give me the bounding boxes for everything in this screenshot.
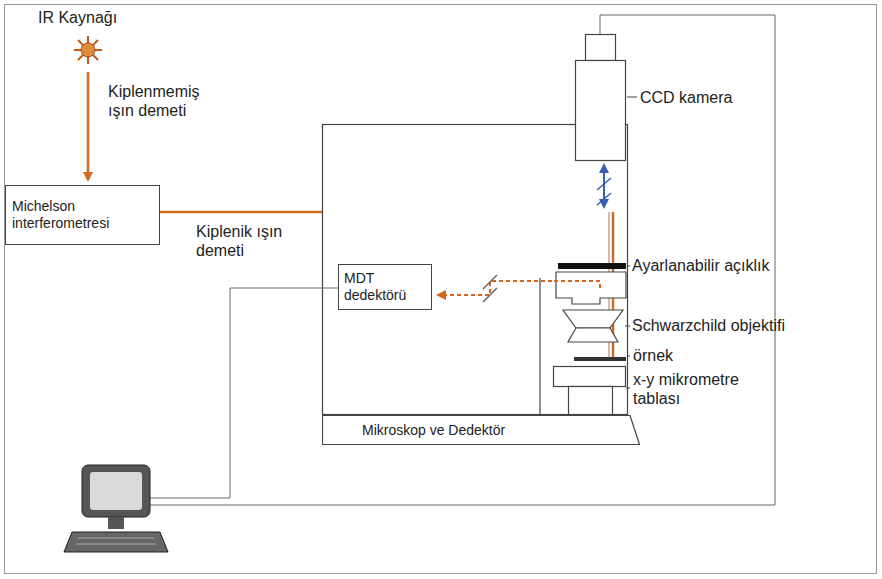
node-text: Mikroskop ve Dedektör [362, 422, 505, 439]
computer-icon [64, 465, 168, 552]
mirror [483, 275, 497, 289]
label: örnek [633, 346, 673, 365]
label: Kiplenmemiş ışın demeti [108, 82, 220, 120]
process-box: Michelson interferometresi [5, 185, 160, 245]
schwarzschild-objective [563, 310, 623, 328]
leader-line [627, 97, 637, 98]
label: x-y mikrometre tablası [633, 370, 783, 408]
microscope-base: Mikroskop ve Dedektör [322, 415, 640, 445]
xy-stage [569, 387, 613, 415]
ir-source-icon [74, 36, 102, 64]
label: CCD kamera [640, 88, 732, 107]
node-text: Michelson interferometresi [12, 198, 153, 232]
xy-stage [554, 367, 626, 387]
sample [574, 357, 626, 361]
unmodulated-beam [87, 72, 90, 180]
leader-line [627, 266, 630, 267]
mirror-housing [556, 272, 626, 304]
ccd-camera [586, 35, 616, 61]
beam-splitter [597, 193, 611, 205]
microscope-body [323, 125, 628, 415]
leader-line [625, 326, 630, 327]
leader-line [627, 356, 630, 357]
signal-cable [150, 288, 338, 498]
label: IR Kaynağı [38, 8, 117, 27]
label: Schwarzchild objektifi [632, 316, 785, 335]
detector-beam [438, 281, 552, 295]
beam-splitter [597, 178, 611, 190]
adjustable-aperture [558, 263, 626, 269]
ccd-camera [576, 61, 626, 161]
microscope-stand [539, 278, 540, 415]
leader-line [626, 388, 630, 389]
schwarzschild-objective [568, 328, 618, 342]
node-text: MDT dedektörü [344, 270, 426, 304]
label: Kiplenik ışın demeti [196, 222, 326, 260]
label: Ayarlanabilir açıklık [632, 256, 770, 275]
mirror [483, 288, 497, 302]
detector-box: MDT dedektörü [338, 264, 432, 310]
camera-cable [150, 15, 775, 505]
detector-beam [552, 281, 600, 288]
